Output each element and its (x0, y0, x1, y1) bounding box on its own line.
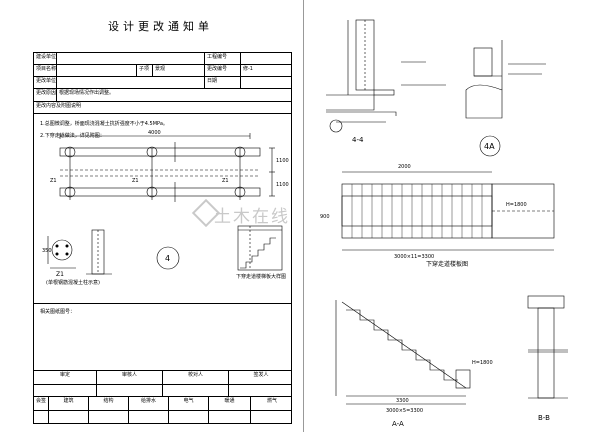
label-z1-b: Z1 (132, 178, 139, 184)
dim-z1: 350 (42, 248, 52, 254)
reason-value: 根据现场情况作出调整。 (56, 89, 293, 101)
subitem-value: 景观 (152, 65, 204, 76)
stair-dim-a: 3000×5=3300 (386, 408, 423, 414)
form-title: 设计更改通知单 (108, 20, 213, 33)
sign-issue: 签发人 (228, 371, 293, 384)
dept-plumbing: 给排水 (128, 397, 168, 410)
owner-value (56, 53, 204, 64)
project-no-label: 工程编号 (204, 53, 240, 64)
form-row-dept-blank (34, 411, 291, 423)
subitem-label: 子项 (136, 65, 152, 76)
plan-dim-h: H=1800 (506, 202, 527, 208)
section-aa-label: A-A (392, 420, 404, 428)
stair-dim-b: 3300 (396, 398, 409, 404)
z1-note: (单根钢筋混凝土柱示意) (46, 279, 100, 286)
project-name-value (56, 65, 136, 76)
watermark-text: 土木在线 (214, 207, 290, 227)
countersign-label: 会签 (36, 398, 47, 404)
dim-right-b: 1100 (276, 182, 289, 188)
dim-top: 4000 (148, 130, 161, 136)
form-row-content-header: 更改内容及附图说明 (34, 102, 291, 114)
project-no-value (240, 53, 293, 64)
form-row-unit: 更改单位 日期 (34, 77, 291, 89)
form-row-sign-blank (34, 385, 291, 397)
dept-hvac: 暖通 (208, 397, 250, 410)
plan-caption: 下穿走道楼板图 (426, 260, 468, 268)
reason-label: 更改原因 (36, 90, 56, 96)
change-no-value: 修-1 (240, 65, 293, 76)
label-z1-a: Z1 (50, 178, 57, 184)
form-row-project: 项目名称 子项 景观 更改编号 修-1 (34, 65, 291, 77)
form-row-reason: 更改原因 根据现场情况作出调整。 (34, 89, 291, 102)
content-item-1: 1.总图微调整，桥面现浇混凝土抗折强度不小于4.5MPa。 (40, 121, 168, 127)
dept-architecture: 建筑 (48, 397, 88, 410)
detail-4a-label: 4A (484, 142, 495, 151)
project-name-label: 项目名称 (36, 66, 56, 72)
sign-review: 审核人 (96, 371, 162, 384)
plan-dim-side: 900 (320, 214, 330, 220)
sign-check: 校对人 (162, 371, 228, 384)
form-row-dept: 会签 建筑 结构 给排水 电气 暖通 燃气 (34, 397, 291, 411)
detail-circle-label: 4 (165, 254, 170, 263)
beam-plan-drawing: 4000 Z1 Z1 Z1 1100 1100 350 Z1 (单根钢筋混凝土柱… (42, 130, 289, 286)
date-label: 日期 (204, 77, 240, 88)
plan-dim-a: 2000 (398, 164, 411, 170)
sheet-divider (303, 0, 304, 432)
content-label: 更改内容及附图说明 (36, 103, 82, 109)
form-row-owner: 建设单位 工程编号 (34, 53, 291, 65)
z1-label: Z1 (56, 271, 64, 278)
owner-label: 建设单位 (36, 54, 56, 60)
stair-detail-caption: 下穿走道楼梯板大样图 (236, 273, 286, 280)
dept-electrical: 电气 (168, 397, 208, 410)
grade-label: H=1800 (472, 360, 493, 366)
related-drawings-label: 相关图纸图号： (40, 309, 76, 315)
section-bb-label: B-B (538, 414, 550, 422)
form-row-sign: 审定 审核人 校对人 签发人 (34, 371, 291, 385)
date-value (240, 77, 293, 88)
form-row-related: 相关图纸图号： (34, 304, 291, 371)
change-unit-value (56, 77, 204, 88)
plan-dim-total: 3000×11=3300 (394, 254, 434, 260)
section-44-label: 4-4 (352, 136, 364, 144)
label-z1-c: Z1 (222, 178, 229, 184)
change-no-label: 更改编号 (204, 65, 240, 76)
dept-structure: 结构 (88, 397, 128, 410)
sign-approve: 审定 (59, 372, 70, 378)
structural-drawings: 4-4 4A 2000 3000×11=3300 下穿走道楼板图 H=1800 … (320, 19, 568, 428)
change-unit-label: 更改单位 (36, 78, 56, 84)
dept-gas: 燃气 (250, 397, 293, 410)
dim-right-a: 1100 (276, 158, 289, 164)
